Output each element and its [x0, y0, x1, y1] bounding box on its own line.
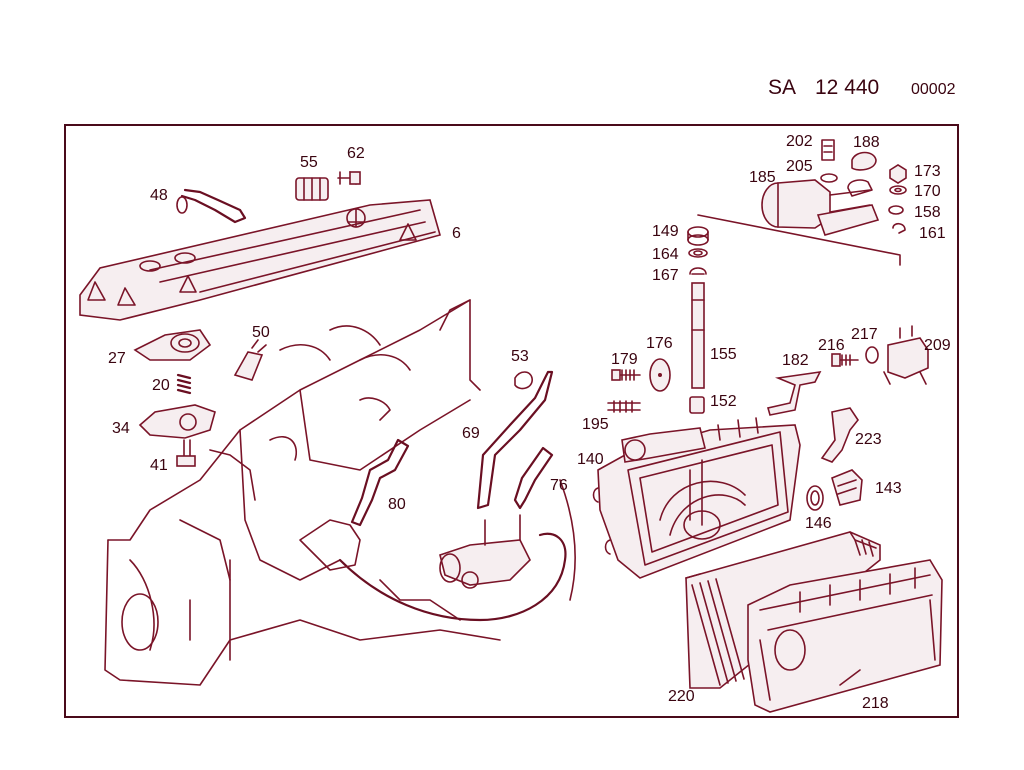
hose-80 — [350, 438, 410, 527]
bracket-223 — [820, 407, 859, 463]
bolt-head-62 — [349, 171, 361, 185]
part-label-76: 76 — [550, 477, 568, 494]
part-label-170: 170 — [914, 183, 941, 200]
spring-20 — [176, 373, 192, 395]
washer-164 — [688, 248, 708, 258]
idle-valve-assembly — [439, 539, 531, 586]
cap-188 — [851, 151, 877, 171]
screw-202 — [821, 139, 835, 161]
fitting-143 — [831, 469, 863, 506]
part-label-80: 80 — [388, 496, 406, 513]
oil-filler-seal-27 — [133, 329, 212, 361]
screw-head-179 — [611, 369, 621, 381]
stud-195 — [607, 400, 641, 413]
part-label-146: 146 — [805, 515, 832, 532]
part-label-209: 209 — [924, 337, 951, 354]
part-label-48: 48 — [150, 187, 168, 204]
part-label-53: 53 — [511, 348, 529, 365]
part-label-176: 176 — [646, 335, 673, 352]
part-label-158: 158 — [914, 204, 941, 221]
washer-170 — [889, 185, 907, 195]
hose-69 — [476, 370, 554, 510]
bolt-41 — [183, 439, 191, 459]
part-label-185: 185 — [749, 169, 776, 186]
part-label-62: 62 — [347, 145, 365, 162]
breather-hose-48 — [180, 188, 247, 224]
clip-167 — [689, 267, 707, 275]
clamp-53 — [514, 371, 533, 390]
grommet-217 — [865, 346, 879, 364]
part-label-41: 41 — [150, 457, 168, 474]
part-label-149: 149 — [652, 223, 679, 240]
vacuum-unit-185 — [761, 179, 880, 236]
part-label-218: 218 — [862, 695, 889, 712]
part-label-220: 220 — [668, 688, 695, 705]
part-label-27: 27 — [108, 350, 126, 367]
bolt-head-41 — [176, 455, 196, 467]
cleaner-cover-218 — [747, 559, 943, 713]
diagram-frame — [64, 124, 959, 718]
part-label-34: 34 — [112, 420, 130, 437]
part-label-167: 167 — [652, 267, 679, 284]
catalog-prefix: SA — [768, 76, 797, 99]
hose-end-48 — [176, 196, 188, 214]
bracket-182 — [766, 370, 822, 416]
catalog-code: 00002 — [911, 81, 956, 98]
clip-161 — [892, 222, 906, 234]
part-label-152: 152 — [710, 393, 737, 410]
valve-cover — [79, 199, 441, 321]
part-label-55: 55 — [300, 154, 318, 171]
part-label-223: 223 — [855, 431, 882, 448]
part-label-140: 140 — [577, 451, 604, 468]
part-label-195: 195 — [582, 416, 609, 433]
sensor-50 — [233, 351, 264, 381]
part-label-182: 182 — [782, 352, 809, 369]
part-labels: 6 20 27 34 41 48 50 53 55 62 69 76 80 140 143 146 149 152… — [108, 133, 951, 712]
part-label-50: 50 — [252, 324, 270, 341]
shaft-assembly-155 — [687, 226, 709, 414]
air-cleaner-housing — [592, 417, 801, 579]
part-label-6: 6 — [452, 225, 461, 242]
hose-76 — [513, 446, 554, 510]
part-label-188: 188 — [853, 134, 880, 151]
washer-205 — [820, 173, 838, 183]
screw-179 — [617, 369, 641, 381]
screw-head-216 — [831, 353, 841, 367]
catalog-number: 12 440 — [815, 76, 880, 99]
part-label-161: 161 — [919, 225, 946, 242]
nut-173 — [889, 164, 907, 184]
seal-ring-146 — [806, 485, 824, 511]
gasket-34 — [138, 404, 216, 439]
part-label-216: 216 — [818, 337, 845, 354]
screw-216 — [835, 354, 859, 366]
bushing-152 — [689, 396, 705, 414]
part-label-155: 155 — [710, 346, 737, 363]
part-label-202: 202 — [786, 133, 813, 150]
relay-209 — [887, 337, 929, 379]
part-label-217: 217 — [851, 326, 878, 343]
part-label-143: 143 — [875, 480, 902, 497]
engine-block — [104, 299, 501, 686]
part-label-173: 173 — [914, 163, 941, 180]
washer-158 — [888, 205, 904, 215]
part-label-20: 20 — [152, 377, 170, 394]
leader-bracket — [697, 214, 901, 266]
part-label-69: 69 — [462, 425, 480, 442]
part-label-164: 164 — [652, 246, 679, 263]
part-label-205: 205 — [786, 158, 813, 175]
part-label-179: 179 — [611, 351, 638, 368]
